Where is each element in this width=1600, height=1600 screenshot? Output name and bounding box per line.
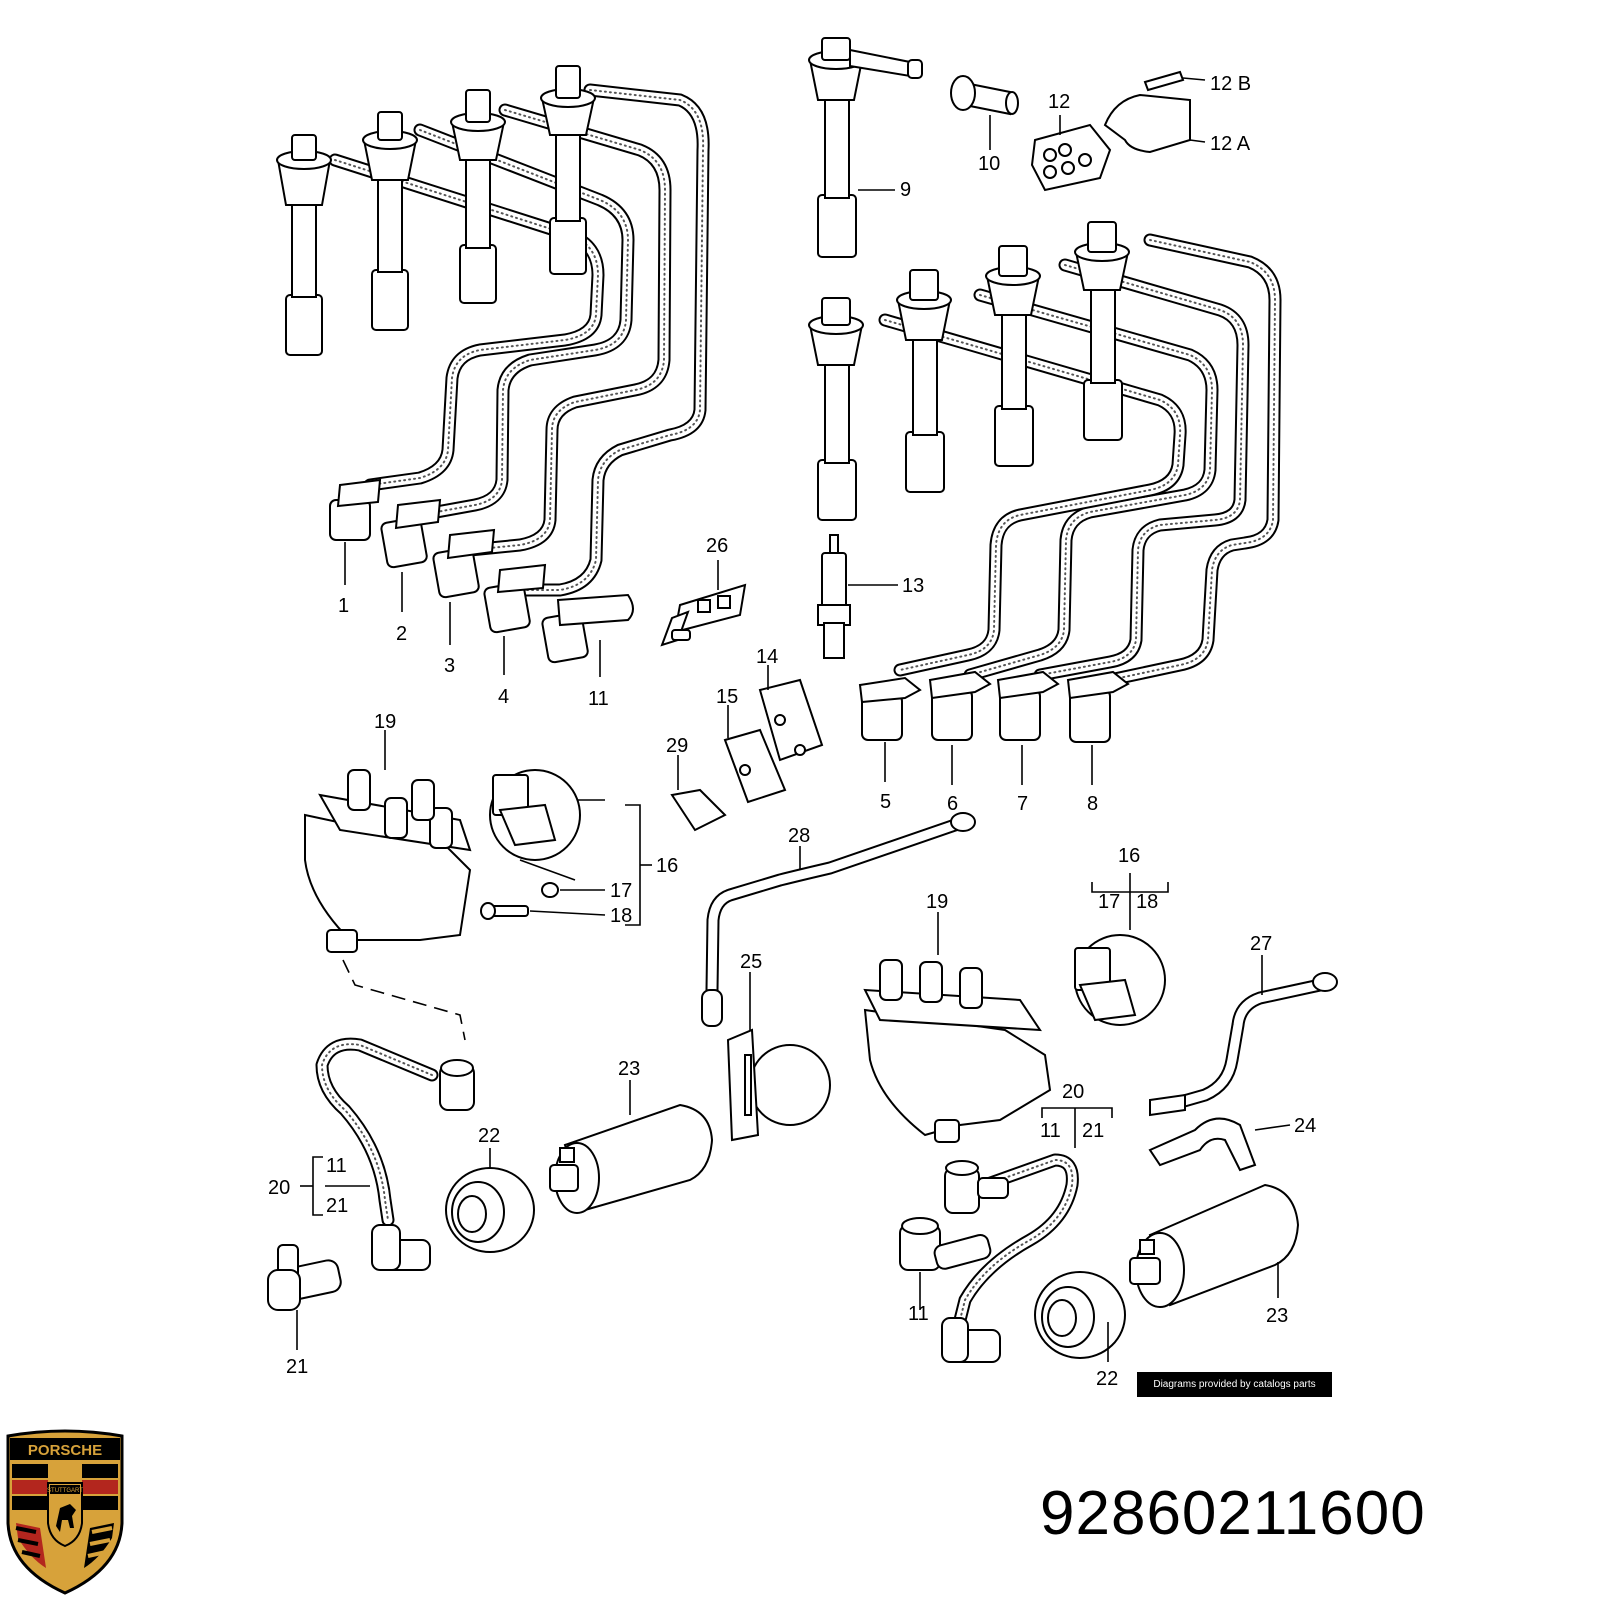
callout-numbers: 1 2 3 4 11 9 10 12 12 A 12 B 13 26 14 15… [268,73,1316,1390]
callout-21-left-bracket: 21 [326,1195,348,1217]
callout-28: 28 [788,825,810,847]
callout-12b: 12 B [1210,73,1251,95]
callout-leaders-1-4 [344,542,601,677]
callout-11-left-bracket: 11 [326,1155,347,1177]
callout-24: 24 [1294,1115,1316,1137]
ground-strap-27 [1149,955,1338,1117]
callout-5: 5 [880,791,891,813]
callout-11-upper: 11 [588,688,609,710]
plug-boot-left-2 [362,111,418,331]
bracket-15 [723,705,787,804]
callout-21-plug: 21 [286,1356,308,1378]
spark-plug-13 [817,534,898,659]
callout-19-right: 19 [926,891,948,913]
callout-19-left: 19 [374,711,396,733]
ignition-lead-9 [808,37,923,258]
callout-25: 25 [740,951,762,973]
breaker-plate-16-right [1074,873,1169,1026]
ignition-wire-set-left [276,65,710,677]
callout-17-left: 17 [610,880,632,902]
plug-boot-right-8 [1074,221,1130,441]
callout-26: 26 [706,535,728,557]
callout-4: 4 [498,686,509,708]
spark-plug-connector-11-right [899,1217,992,1310]
part-number: 92860211600 [1040,1479,1426,1548]
callout-22-left: 22 [478,1125,500,1147]
spark-plug-connector-21 [267,1244,342,1350]
callout-2: 2 [396,623,407,645]
bracket-26 [660,560,747,647]
rotor-shaft-10 [950,75,1019,150]
coil-lead-20-left [300,959,475,1271]
plug-boot-right-7 [985,245,1041,467]
clamp-25 [726,972,831,1142]
distributor-19-left [304,730,472,953]
callout-11-right-bracket: 11 [1040,1120,1061,1142]
cap-components-12ab [1103,70,1206,154]
porsche-crest-logo: PORSCHE STUTTGART [6,1429,124,1595]
callout-18-left: 18 [610,905,632,927]
callout-18-right: 18 [1136,891,1158,913]
callout-12: 12 [1048,91,1070,113]
breaker-plate-16-left [489,769,605,861]
screw-17-18-left [480,804,652,926]
plug-boot-left-4 [540,65,596,275]
callout-leaders-5-8 [884,742,1093,785]
diagram-credit-label: Diagrams provided by catalogs parts [1137,1372,1332,1397]
distributor-connectors-left [329,478,634,664]
coil-boot-22-left [445,1148,535,1253]
ignition-coil-23-right [1129,1183,1300,1308]
distributor-19-right [863,912,1052,1143]
callout-14: 14 [756,646,778,668]
callout-29: 29 [666,735,688,757]
plug-boot-right-5 [808,297,864,521]
callout-15: 15 [716,686,738,708]
callout-23-right: 23 [1266,1305,1288,1327]
callout-7: 7 [1017,793,1028,815]
ignition-cables-left [328,83,710,597]
callout-3: 3 [444,655,455,677]
ground-strap-28 [701,812,976,1027]
coil-lead-20-right [941,1107,1113,1363]
logo-city: STUTTGART [47,1488,83,1494]
callout-6: 6 [947,793,958,815]
callout-8: 8 [1087,793,1098,815]
callout-27: 27 [1250,933,1272,955]
ignition-coil-23-left [549,1080,714,1214]
ignition-wire-set-right [808,221,1282,785]
callout-13: 13 [902,575,924,597]
plug-boot-right-6 [896,269,952,493]
callout-17-right: 17 [1098,891,1120,913]
ignition-cables-right [878,233,1282,687]
callout-16-left: 16 [656,855,678,877]
plug-boot-left-1 [276,134,332,356]
logo-wordmark: PORSCHE [28,1442,102,1459]
callout-20-right: 20 [1062,1081,1084,1103]
callout-20-left: 20 [268,1177,290,1199]
callout-16-right: 16 [1118,845,1140,867]
bracket-14 [758,665,824,762]
callout-9: 9 [900,179,911,201]
coil-boot-22-right [1034,1271,1126,1362]
bracket-24 [1148,1117,1291,1172]
callout-1: 1 [338,595,349,617]
callout-21-right-bracket: 21 [1082,1120,1104,1142]
plug-boot-left-3 [450,89,506,304]
callout-12a: 12 A [1210,133,1251,155]
callout-22-right: 22 [1096,1368,1118,1390]
distributor-cap-12 [1030,115,1112,192]
clip-29 [670,755,727,832]
callout-10: 10 [978,153,1000,175]
distributor-connectors-right [858,670,1130,743]
callout-11-lower-right: 11 [908,1303,929,1325]
callout-23-left: 23 [618,1058,640,1080]
